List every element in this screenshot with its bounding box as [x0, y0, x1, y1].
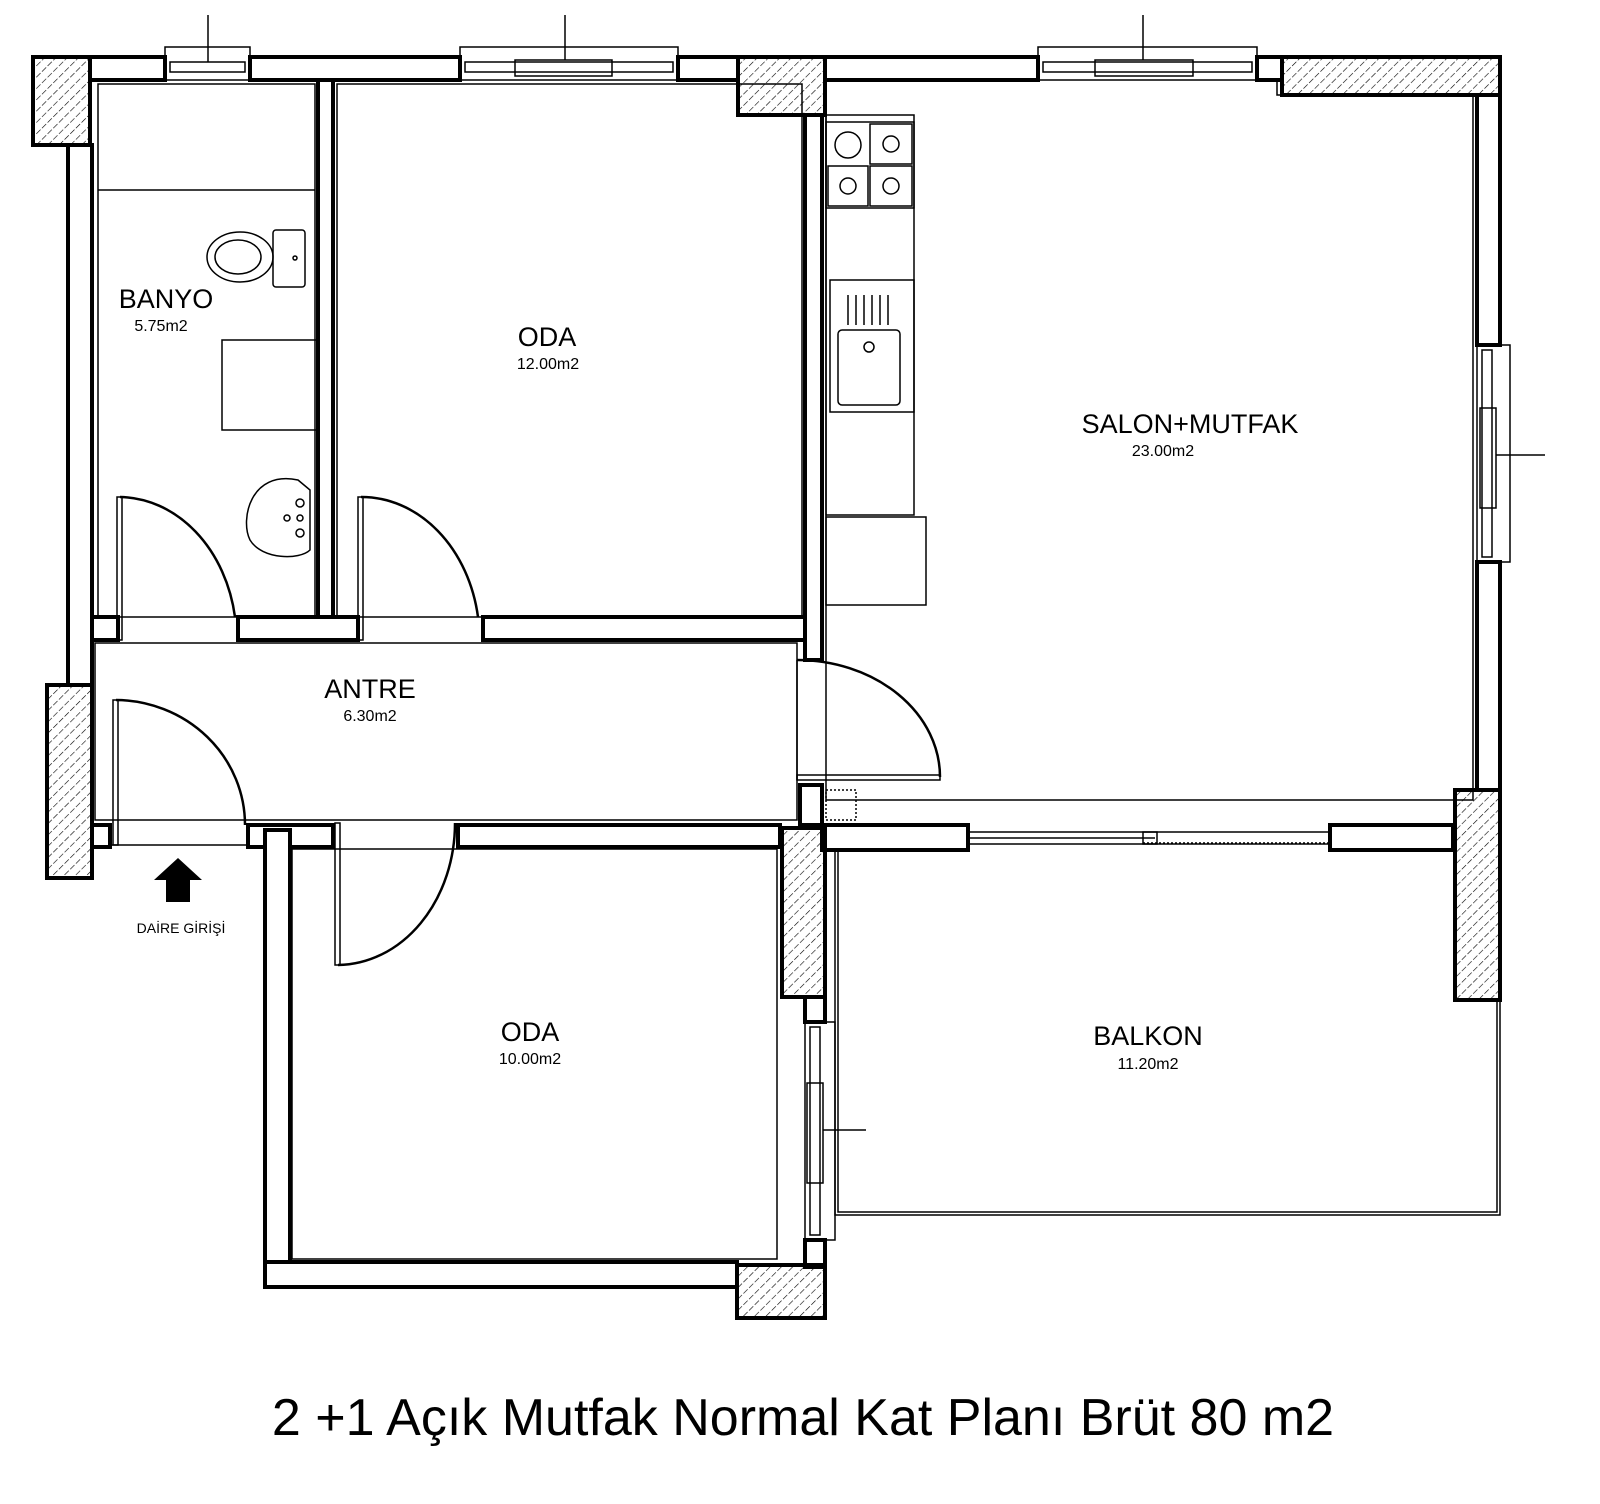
door-banyo	[116, 495, 237, 641]
balcony-sliding-door	[967, 831, 1331, 845]
window-oda-top	[459, 15, 679, 81]
room-area-salon: 23.00m2	[1132, 443, 1194, 460]
room-name-antre: ANTRE	[324, 674, 416, 704]
stove-icon	[825, 121, 915, 209]
room-name-oda-bottom: ODA	[501, 1017, 560, 1047]
room-name-banyo: BANYO	[119, 284, 214, 314]
entrance-arrow-icon	[154, 858, 202, 902]
door-oda-top	[357, 495, 480, 641]
room-area-balkon: 11.20m2	[1117, 1056, 1178, 1073]
entrance-label: DAİRE GİRİŞİ	[137, 919, 226, 936]
window-oda-bottom	[804, 1021, 866, 1241]
exterior-walls	[66, 55, 1502, 1289]
kitchen-fixtures	[825, 114, 927, 821]
room-area-oda-top: 12.00m2	[517, 356, 579, 373]
washing-machine-icon	[221, 339, 318, 431]
window-salon-right	[1476, 344, 1545, 563]
door-entrance	[110, 698, 248, 846]
plan-title: 2 +1 Açık Mutfak Normal Kat Planı Brüt 8…	[272, 1389, 1334, 1447]
door-salon	[796, 658, 942, 781]
kitchen-table	[825, 516, 927, 606]
door-oda-bottom	[334, 822, 457, 967]
room-area-antre: 6.30m2	[343, 708, 396, 725]
kitchen-sink-icon	[829, 279, 915, 413]
room-name-balkon: BALKON	[1093, 1021, 1203, 1051]
sink-icon	[245, 477, 311, 558]
window-salon-top	[1037, 15, 1258, 81]
room-area-oda-bottom: 10.00m2	[499, 1051, 561, 1068]
windows	[164, 15, 1545, 1241]
structural-columns	[31, 55, 1502, 1320]
window-banyo	[164, 15, 251, 81]
room-area-banyo: 5.75m2	[134, 318, 187, 335]
shaft-icon	[825, 789, 857, 821]
doors	[110, 495, 942, 967]
room-name-salon: SALON+MUTFAK	[1082, 409, 1299, 439]
room-name-oda-top: ODA	[518, 322, 577, 352]
toilet-icon	[206, 229, 306, 288]
bathroom-fixtures	[206, 229, 318, 558]
